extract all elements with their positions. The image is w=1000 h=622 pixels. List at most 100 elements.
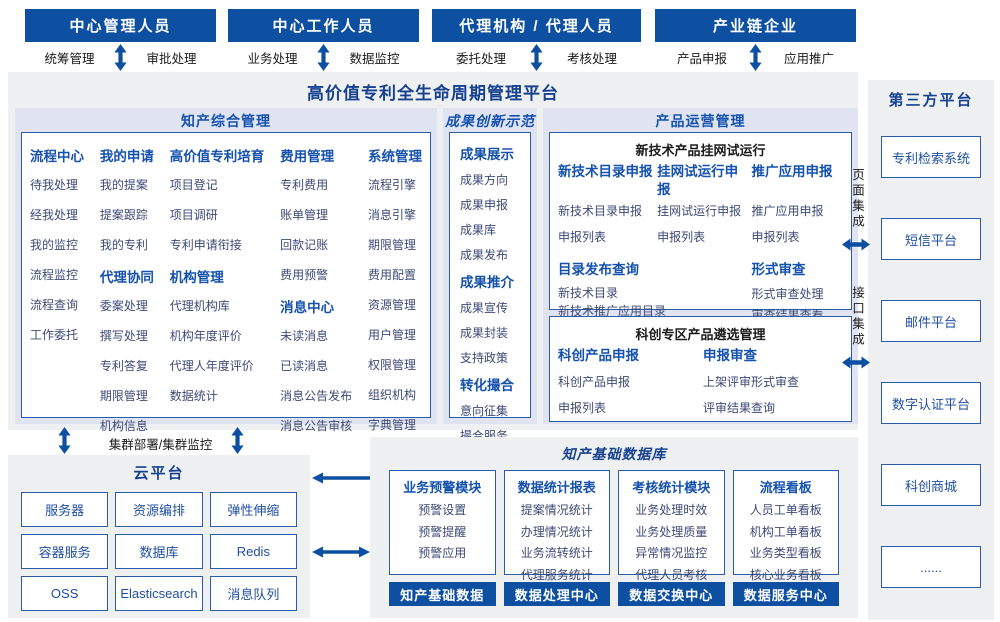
third-party-box: 邮件平台 <box>881 300 981 342</box>
menu-item: 项目调研 <box>169 208 218 222</box>
column-system-management: 系统管理 流程引擎消息引擎期限管理费用配置资源管理用户管理权限管理组织机构字典管… <box>368 145 422 447</box>
ip-database-title: 知产基础数据库 <box>561 446 667 462</box>
menu-item: 挂网试运行申报 <box>657 204 742 218</box>
group-title: 申报审查 <box>703 348 757 363</box>
ip-management-box: 流程中心 待我处理经我处理我的监控流程监控流程查询工作委托 我的申请 我的提案提… <box>21 132 431 433</box>
group-title: 消息中心 <box>280 300 335 315</box>
group-title: 成果展示 <box>460 147 514 162</box>
selection-box: 科创专区产品遴选管理 科创产品申报 科创产品申报申报列表 申报审查 上架评审形式… <box>549 316 852 422</box>
page-integration-label: 页面集成 <box>850 168 864 230</box>
menu-item: 新技术推广应用目录 <box>558 304 667 318</box>
menu-item: 形式审查处理 <box>751 287 824 301</box>
menu-item: 代理人年度评价 <box>169 359 254 373</box>
group-title: 挂网试运行申报 <box>657 164 739 197</box>
menu-item: 预警提醒 <box>418 524 467 539</box>
cloud-service-box: Redis <box>209 534 297 569</box>
menu-item: 专利答复 <box>99 359 148 373</box>
menu-item: 成果发布 <box>460 248 509 262</box>
api-integration-label: 接口集成 <box>850 286 864 348</box>
menu-group: 系统管理 流程引擎消息引擎期限管理费用配置资源管理用户管理权限管理组织机构字典管… <box>368 145 422 433</box>
menu-item: 费用配置 <box>367 268 416 282</box>
menu-item: 权限管理 <box>367 358 416 372</box>
group-title: 新技术目录申报 <box>558 164 653 179</box>
role-sub-industry: 产品申报 应用推广 <box>655 44 856 71</box>
role-activity-label: 考核处理 <box>566 52 617 66</box>
section-ip-management: 知产综合管理 流程中心 待我处理经我处理我的监控流程监控流程查询工作委托 我的申… <box>15 108 437 433</box>
updown-arrow-icon <box>231 427 244 454</box>
menu-item: 成果封装 <box>460 326 509 340</box>
module-title: 业务预警模块 <box>403 480 482 495</box>
third-party-list: 专利检索系统短信平台邮件平台数字认证平台科创商城...... <box>868 110 994 588</box>
menu-group: 成果推介 成果宣传成果封装支持政策 <box>460 271 530 366</box>
updown-arrow-icon <box>749 44 762 71</box>
menu-item: 新技术目录申报 <box>558 204 643 218</box>
third-party-box: 数字认证平台 <box>881 382 981 424</box>
left-arrow-icon <box>312 472 370 484</box>
leftright-arrow-icon <box>312 546 370 558</box>
group-title: 机构管理 <box>169 270 224 285</box>
menu-item: 办理情况统计 <box>520 524 593 539</box>
third-party-title: 第三方平台 <box>888 92 974 109</box>
menu-item: 待我处理 <box>30 178 79 192</box>
menu-group: 代理协同 委案处理撰写处理专利答复期限管理机构信息 <box>100 266 154 434</box>
section-title: 产品运营管理 <box>655 113 746 129</box>
menu-group: 流程中心 待我处理经我处理我的监控流程监控流程查询工作委托 <box>30 145 84 343</box>
cloud-service-box: 弹性伸缩 <box>209 492 297 527</box>
menu-item: 推广应用申报 <box>751 204 824 218</box>
group-title: 形式审查 <box>751 262 806 277</box>
menu-item: 项目登记 <box>169 178 218 192</box>
cloud-service-box: Elasticsearch <box>115 576 203 611</box>
third-party-panel: 第三方平台 专利检索系统短信平台邮件平台数字认证平台科创商城...... <box>868 80 994 620</box>
menu-item: 账单管理 <box>280 208 329 222</box>
updown-arrow-icon <box>114 44 127 71</box>
column-apply-review: 申报审查 上架评审形式审查评审结果查询 <box>703 347 843 425</box>
menu-item: 期限管理 <box>367 238 416 252</box>
role-activity-label: 委托处理 <box>455 52 506 66</box>
menu-item: 消息公告审核 <box>280 419 353 433</box>
leftright-arrow-icon <box>842 356 870 369</box>
menu-item: 支持政策 <box>460 351 509 365</box>
module-box: 数据统计报表 提案情况统计办理情况统计业务流转统计代理服务统计 <box>503 470 610 582</box>
trial-columns: 新技术目录申报 新技术目录申报申报列表 挂网试运行申报 挂网试运行申报申报列表 … <box>550 159 851 254</box>
role-box-center-staff: 中心工作人员 <box>228 9 419 42</box>
menu-item: 申报列表 <box>657 230 706 244</box>
third-party-box: 专利检索系统 <box>881 136 981 178</box>
module-statistics-report: 数据统计报表 提案情况统计办理情况统计业务流转统计代理服务统计 数据处理中心 <box>503 470 610 606</box>
menu-group: 机构管理 代理机构库机构年度评价代理人年度评价数据统计 <box>170 266 265 404</box>
group-title: 流程中心 <box>30 149 84 164</box>
updown-arrow-icon <box>530 44 543 71</box>
role-sub-center-admin: 统筹管理 审批处理 <box>25 44 216 71</box>
menu-item: 流程监控 <box>30 268 79 282</box>
group-title: 目录发布查询 <box>558 262 639 277</box>
menu-item: 代理机构库 <box>169 299 230 313</box>
achievement-groups: 成果展示 成果方向成果申报成果库成果发布 成果推介 成果宣传成果封装支持政策 转… <box>450 133 530 469</box>
data-bar: 数据服务中心 <box>732 582 839 606</box>
role-box-agency: 代理机构 / 代理人员 <box>432 9 641 42</box>
module-box: 业务预警模块 预警设置预警提醒预警应用 <box>389 470 496 575</box>
menu-item: 预警应用 <box>418 546 467 560</box>
menu-item: 回款记账 <box>280 238 329 252</box>
column-trial-run-apply: 挂网试运行申报 挂网试运行申报申报列表 <box>657 163 751 254</box>
role-box-industry: 产业链企业 <box>655 9 856 42</box>
menu-group: 我的申请 我的提案提案跟踪我的专利 <box>100 145 154 253</box>
menu-item: 组织机构 <box>367 388 416 402</box>
leftright-arrow-icon <box>842 238 870 251</box>
group-title: 代理协同 <box>99 270 154 285</box>
menu-item: 科创产品申报 <box>558 375 631 389</box>
column-sci-product-apply: 科创产品申报 科创产品申报申报列表 <box>558 347 703 425</box>
menu-item: 委案处理 <box>99 299 148 313</box>
column-new-tech-catalog: 新技术目录申报 新技术目录申报申报列表 <box>558 163 657 254</box>
platform-title: 高价值专利全生命周期管理平台 <box>307 84 559 103</box>
section-achievement: 成果创新示范 成果展示 成果方向成果申报成果库成果发布 成果推介 成果宣传成果封… <box>443 108 537 468</box>
menu-item: 上架评审形式审查 <box>703 375 800 389</box>
menu-group: 消息中心 未读消息已读消息消息公告发布消息公告审核 <box>280 296 352 434</box>
menu-group: 成果展示 成果方向成果申报成果库成果发布 <box>460 143 530 263</box>
menu-item: 人员工单看板 <box>749 503 822 517</box>
menu-item: 工作委托 <box>30 328 79 342</box>
menu-item: 已读消息 <box>280 359 329 373</box>
menu-item: 流程查询 <box>30 298 79 312</box>
menu-item: 核心业务看板 <box>749 567 822 582</box>
module-box: 考核统计模块 业务处理时效业务处理质量异常情况监控代理人员考核 <box>618 470 725 582</box>
group-title: 成果推介 <box>460 275 514 290</box>
menu-item: 机构工单看板 <box>749 524 822 539</box>
